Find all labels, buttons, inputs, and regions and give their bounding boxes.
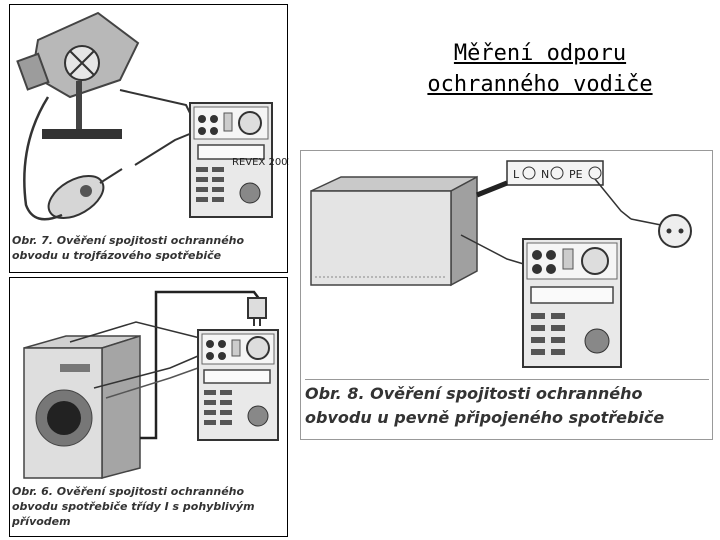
plug: [248, 298, 266, 326]
fixed-appliance-cabinet: [311, 177, 477, 285]
figure-8-panel: L N PE: [300, 150, 713, 440]
figure-7-caption: Obr. 7. Ověření spojitosti ochranného ob…: [12, 233, 284, 263]
supply-cable: [477, 183, 507, 195]
instrument-brand-label: REVEX 2001: [232, 157, 289, 168]
figure-7-panel: REVEX 2001 Obr. 7. Ověření spojitosti oc…: [9, 4, 288, 273]
terminal-l-label: L: [513, 168, 520, 181]
figure-7-caption-line-1: Obr. 7. Ověření spojitosti ochranného: [12, 233, 284, 248]
figure-7-caption-line-2: obvodu u trojfázového spotřebiče: [12, 248, 284, 263]
figure-8-caption: Obr. 8. Ověření spojitosti ochranného ob…: [305, 379, 709, 430]
figure-6-caption-line-1: Obr. 6. Ověření spojitosti ochranného: [12, 484, 284, 499]
test-lead-2: [135, 133, 192, 165]
terminal-block: L N PE: [507, 161, 603, 185]
terminal-pe-label: PE: [569, 168, 583, 181]
title-line-1: Měření odporu: [360, 38, 720, 69]
title-line-2: ochranného vodiče: [360, 69, 720, 100]
slide-title: Měření odporu ochranného vodiče: [360, 38, 720, 100]
washing-machine: [24, 336, 140, 478]
figure-8-caption-line-2: obvodu u pevně připojeného spotřebiče: [305, 406, 709, 430]
figure-6-caption: Obr. 6. Ověření spojitosti ochranného ob…: [12, 484, 284, 529]
test-lead-1: [120, 90, 192, 117]
terminal-n-label: N: [541, 168, 549, 181]
figure-8-caption-line-1: Obr. 8. Ověření spojitosti ochranného: [305, 382, 709, 406]
figure-6-caption-line-2: obvodu spotřebiče třídy I s pohyblivým: [12, 499, 284, 514]
figure-6-panel: Obr. 6. Ověření spojitosti ochranného ob…: [9, 277, 288, 537]
revex-instrument: [523, 239, 621, 367]
pe-test-lead: [595, 179, 631, 219]
wall-socket: [631, 215, 691, 247]
revex-instrument: [198, 330, 278, 440]
figure-6-caption-line-3: přívodem: [12, 514, 284, 529]
